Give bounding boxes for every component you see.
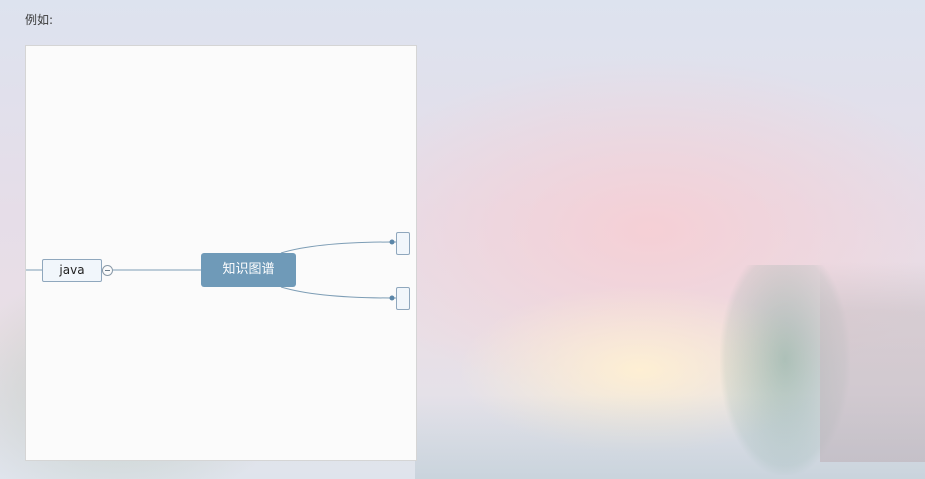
example-caption: 例如: [25,13,54,27]
java-node[interactable]: java [42,259,102,282]
root-node[interactable]: 知识图谱 [201,253,296,287]
child-1-dot [389,239,395,245]
child-2-dot [389,295,395,301]
minus-circle-icon[interactable] [102,265,113,276]
child-node-1[interactable] [396,232,410,255]
background-hills [415,395,925,479]
mindmap-canvas[interactable]: java 知识图谱 [25,45,417,461]
root-child-1-connector [280,241,393,254]
mindmap-connectors [26,239,396,301]
root-child-2-connector [280,286,393,299]
background-tree [720,265,850,475]
child-node-2[interactable] [396,287,410,310]
background-house [820,262,925,462]
